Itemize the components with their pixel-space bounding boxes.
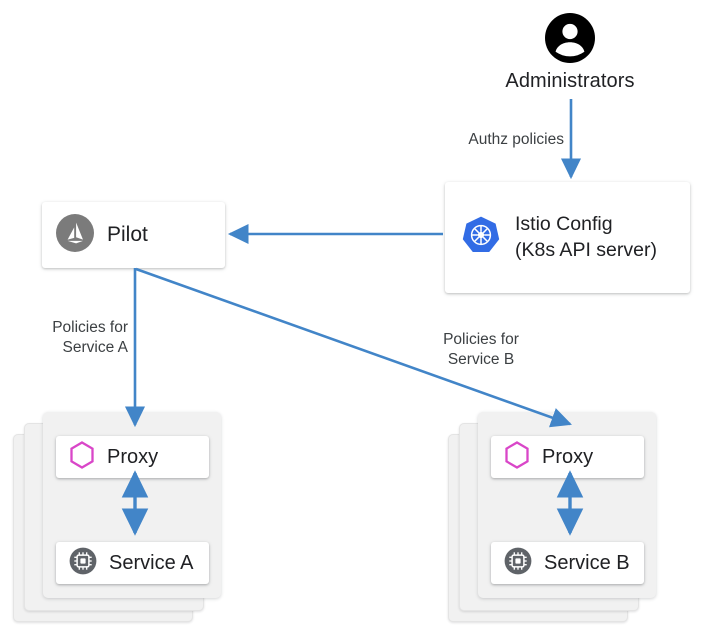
administrators-node: Administrators <box>497 12 643 93</box>
istio-config-line1: Istio Config <box>515 212 613 235</box>
pod-stack-a: Proxy <box>13 412 228 622</box>
proxy-box-a[interactable]: Proxy <box>56 436 209 478</box>
istio-config-line2: (K8s API server) <box>515 238 657 261</box>
proxy-label-a: Proxy <box>107 445 159 468</box>
pilot-node[interactable]: Pilot <box>42 202 225 268</box>
pilot-label: Pilot <box>107 223 148 246</box>
service-label-b: Service B <box>544 551 630 574</box>
pod-stack-b: Proxy <box>448 412 663 622</box>
authz-policies-label: Authz policies <box>468 131 564 148</box>
istio-config-node[interactable]: Istio Config (K8s API server) <box>445 182 690 293</box>
policies-for-service-b-label: Policies for Service B <box>443 331 519 369</box>
istio-pilot-icon <box>56 213 94 257</box>
hexagon-proxy-icon <box>504 440 530 474</box>
service-box-a[interactable]: Service A <box>56 542 209 584</box>
proxy-box-b[interactable]: Proxy <box>491 436 644 478</box>
person-icon <box>544 12 596 64</box>
kubernetes-icon <box>461 215 501 260</box>
service-box-b[interactable]: Service B <box>491 542 644 584</box>
chip-service-icon <box>504 547 532 580</box>
chip-service-icon <box>69 547 97 580</box>
administrators-label: Administrators <box>505 70 635 92</box>
policies-for-service-a-label: Policies for Service A <box>52 319 128 357</box>
hexagon-proxy-icon <box>69 440 95 474</box>
service-label-a: Service A <box>109 551 194 574</box>
istio-config-label: Istio Config (K8s API server) <box>515 212 657 264</box>
proxy-label-b: Proxy <box>542 445 594 468</box>
